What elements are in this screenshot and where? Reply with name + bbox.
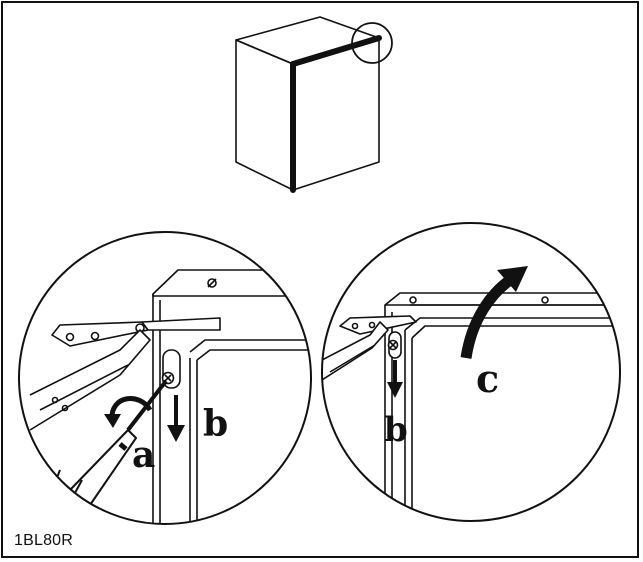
screw-top (207, 278, 217, 288)
highlighted-edge (290, 35, 382, 193)
figure-code: 1BL80R (14, 532, 74, 549)
door-frame-right (404, 317, 620, 331)
detail-right-outline (321, 222, 621, 522)
diagonal-rail (29, 329, 151, 431)
label-c: c (476, 356, 499, 401)
detail-right (321, 222, 621, 522)
appliance-box (235, 16, 393, 193)
cabinet-top-panel (152, 269, 311, 297)
rotate-arrow-a (109, 396, 153, 421)
cabinet-top-panel-right (384, 292, 620, 306)
detail-left-outline (18, 231, 312, 525)
box-front-face (235, 39, 294, 191)
detail-marker-circle (351, 22, 393, 64)
label-b-right: b (384, 410, 408, 450)
detail-left (18, 231, 312, 525)
curved-arrow-c (460, 275, 514, 359)
label-b-left: b (203, 403, 228, 445)
label-a: a (132, 434, 155, 476)
